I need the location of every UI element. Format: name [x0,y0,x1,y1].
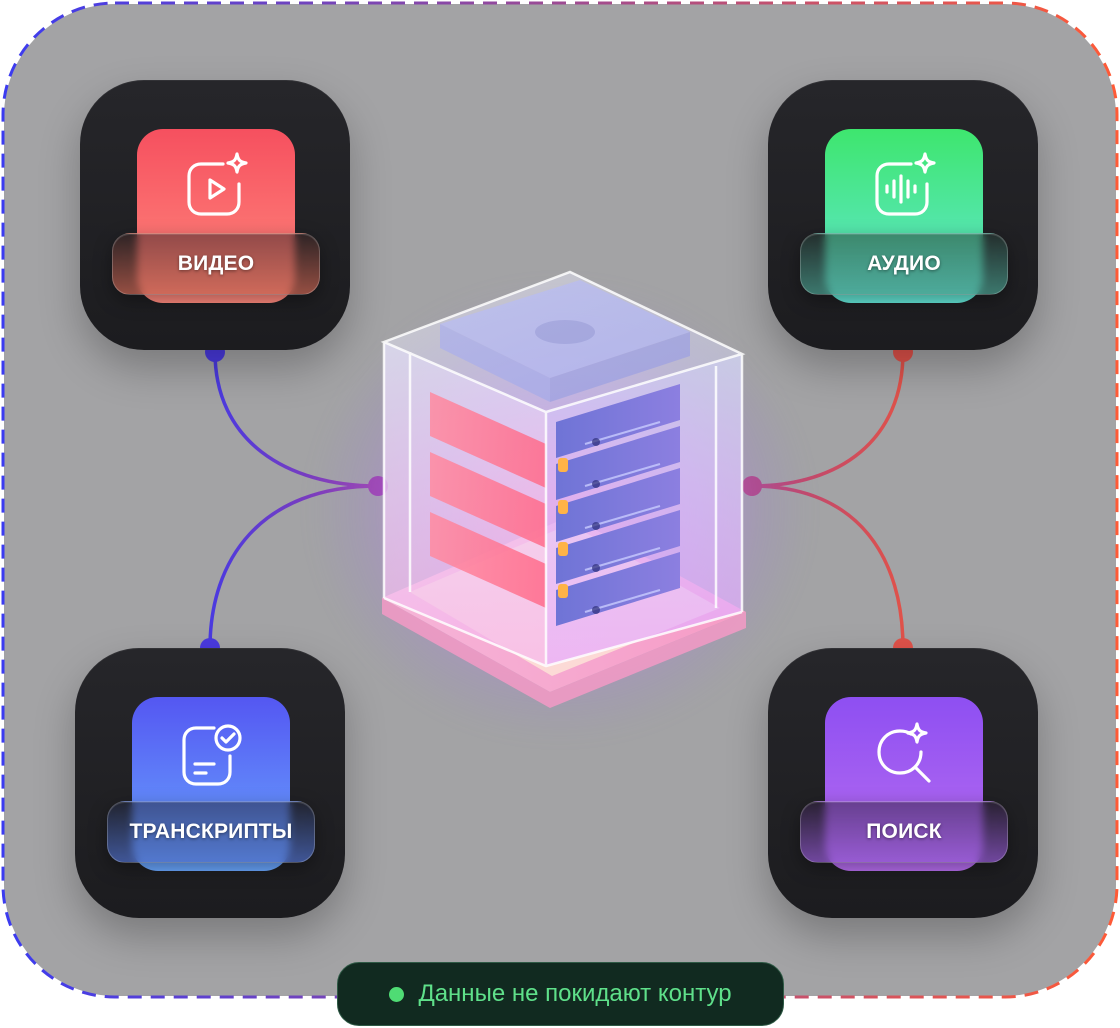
document-check-icon [132,715,290,795]
tile-video[interactable]: ВИДЕО [80,80,350,350]
server-rack-icon [370,262,760,712]
tile-search[interactable]: ПОИСК [768,648,1038,918]
tile-search-label-pill: ПОИСК [800,801,1008,863]
perimeter-dashed-border [1,1,1119,999]
badge-text: Данные не покидают контур [418,980,732,1007]
search-sparkle-icon [825,715,983,795]
audio-waveform-sparkle-icon [825,147,983,227]
tile-audio-label: АУДИО [867,252,941,275]
tile-transcripts-label-pill: ТРАНСКРИПТЫ [107,801,315,863]
tile-audio[interactable]: АУДИО [768,80,1038,350]
tile-transcripts[interactable]: ТРАНСКРИПТЫ [75,648,345,918]
tile-video-label-pill: ВИДЕО [112,233,320,295]
tile-search-label: ПОИСК [866,820,942,843]
tile-video-label: ВИДЕО [177,252,255,275]
status-dot-icon [389,986,405,1002]
data-stays-inside-badge: Данные не покидают контур [337,962,784,1026]
video-sparkle-icon [137,147,295,227]
tile-audio-label-pill: АУДИО [800,233,1008,295]
tile-transcripts-label: ТРАНСКРИПТЫ [129,820,293,843]
